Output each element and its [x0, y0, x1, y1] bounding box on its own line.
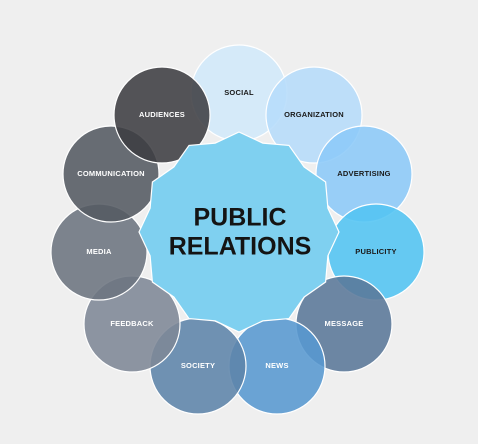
center-scalloped-shape	[138, 131, 340, 333]
petal-label-society: SOCIETY	[181, 361, 215, 370]
petal-labels: SOCIAL ORGANIZATION ADVERTISING PUBLICITY ME…	[77, 88, 396, 370]
petal-circles	[50, 44, 425, 415]
petal-label-media: MEDIA	[86, 247, 112, 256]
petal-label-organization: ORGANIZATION	[284, 110, 344, 119]
petal-label-audiences: AUDIENCES	[139, 110, 185, 119]
petal-label-message: MESSAGE	[325, 319, 364, 328]
center-title-line-2: RELATIONS	[169, 233, 312, 261]
petal-label-publicity: PUBLICITY	[355, 247, 396, 256]
petal-circle-audiences	[113, 66, 211, 164]
petal-label-social: SOCIAL	[224, 88, 254, 97]
petal-label-advertising: ADVERTISING	[337, 169, 390, 178]
petal-label-feedback: FEEDBACK	[110, 319, 154, 328]
petal-label-news: NEWS	[265, 361, 288, 370]
petal-label-communication: COMMUNICATION	[77, 169, 144, 178]
center-title-line-1: PUBLIC	[193, 204, 286, 232]
